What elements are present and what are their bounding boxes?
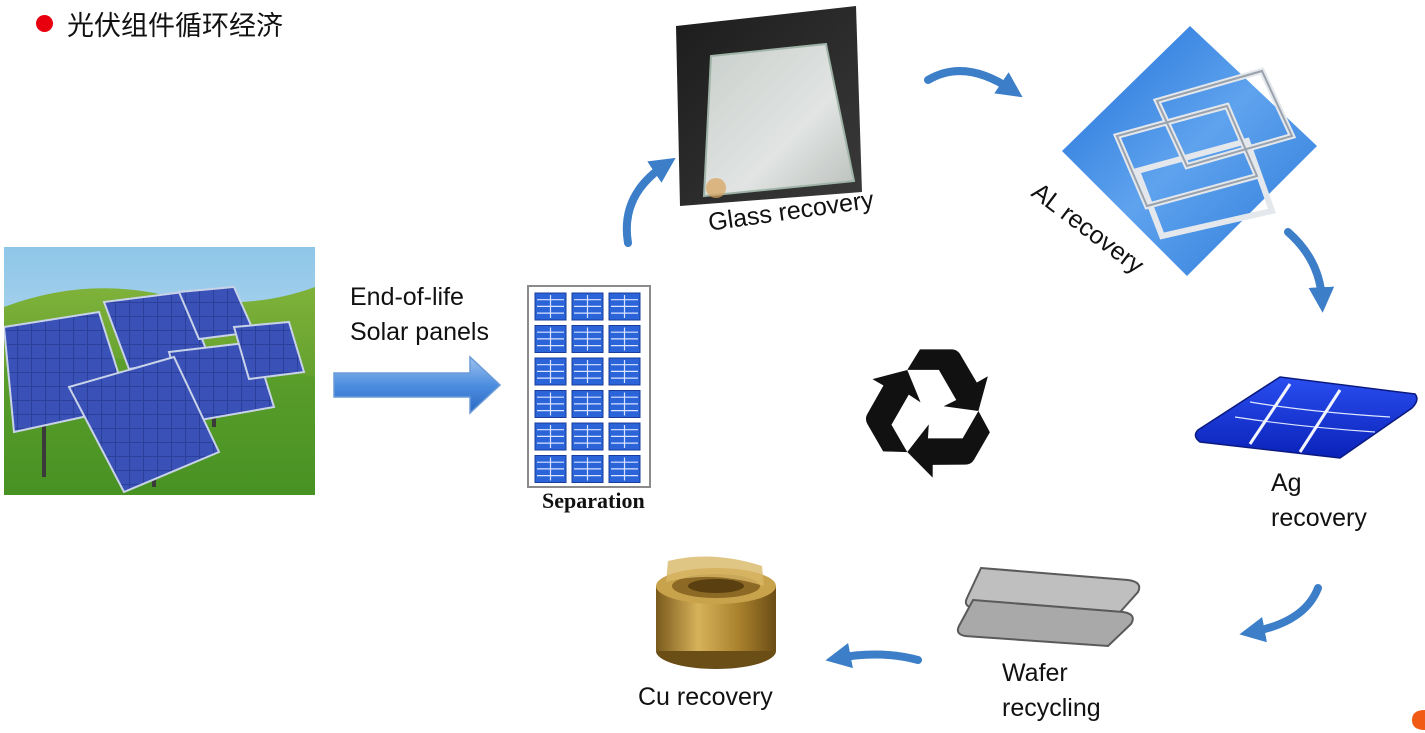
- right-arrow-icon: [333, 355, 502, 415]
- slide-title: 光伏组件循环经济: [36, 4, 283, 43]
- ag-recovery-line2: recovery: [1271, 504, 1367, 532]
- end-of-life-line2: Solar panels: [350, 318, 489, 346]
- wafer-recycling-line2: recycling: [1002, 694, 1101, 722]
- wafer-recycling-line1: Wafer: [1002, 659, 1068, 687]
- ag-recovery-label: Ag recovery: [1271, 466, 1367, 536]
- arrow-to-glass-icon: [622, 157, 676, 247]
- slide-title-text: 光伏组件循环经济: [67, 11, 283, 42]
- solar-farm-photo: [4, 247, 315, 495]
- glass-sheet: [676, 6, 862, 206]
- silicon-wafer: [956, 566, 1141, 648]
- arrow-to-wafer-icon: [1239, 584, 1322, 643]
- end-of-life-label: End-of-life Solar panels: [350, 280, 489, 350]
- end-of-life-line1: End-of-life: [350, 283, 464, 311]
- ag-recovery-line1: Ag: [1271, 469, 1302, 497]
- separation-label: Separation: [542, 488, 645, 513]
- recycle-arrow: [907, 411, 990, 478]
- recycle-arrow: [907, 349, 988, 411]
- cu-recovery-label: Cu recovery: [638, 683, 773, 711]
- corner-logo-icon: [1412, 710, 1425, 730]
- wafer-recycling-label: Wafer recycling: [1002, 656, 1101, 726]
- recycle-arrow: [865, 369, 921, 453]
- solar-panel-grid: [527, 285, 651, 488]
- arrow-to-cu-icon: [825, 643, 922, 669]
- recycle-icon: [865, 349, 990, 478]
- bullet-icon: [36, 15, 53, 32]
- copper-coil: [656, 556, 776, 669]
- aluminium-frame: [1062, 26, 1317, 276]
- arrow-to-al-icon: [924, 67, 1023, 98]
- solar-cell: [1194, 376, 1418, 459]
